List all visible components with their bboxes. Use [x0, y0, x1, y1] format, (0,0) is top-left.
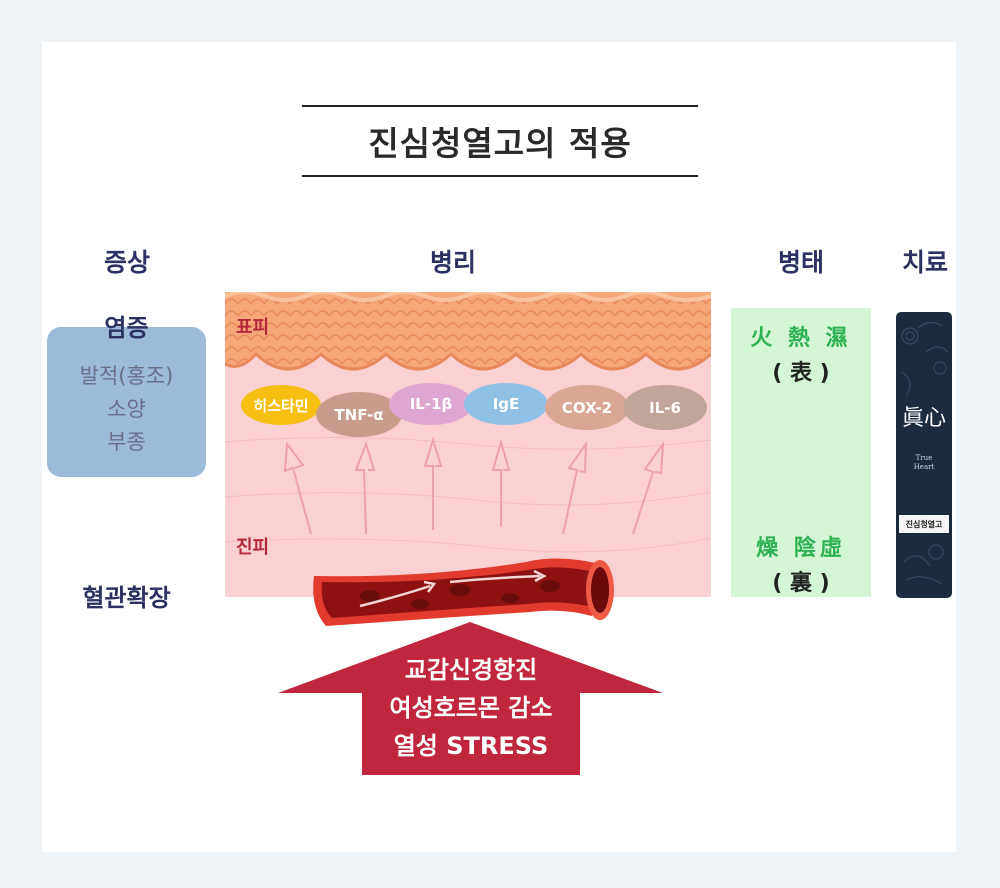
column-header-pathology: 병리	[429, 248, 476, 277]
cause-arrow	[278, 622, 663, 775]
pattern-interior-main: 燥 陰虛	[756, 536, 846, 561]
symptom-item: 부종	[107, 430, 146, 454]
dermis-label: 진피	[236, 537, 270, 558]
page-title: 진심청열고의 적용	[368, 124, 632, 163]
product-hanja: 眞心	[901, 406, 946, 431]
cause-line: 여성호르몬 감소	[389, 694, 553, 722]
blood-vessel-illustration	[313, 558, 614, 626]
floral-pattern	[901, 322, 949, 585]
symptom-item: 소양	[107, 397, 146, 421]
product-stick-image: 眞心 True Heart 진심청열고	[896, 312, 952, 598]
pattern-exterior-main: 火 熱 濕	[750, 326, 852, 351]
mediator-ige: IgE	[464, 383, 548, 425]
pattern-box	[731, 308, 871, 597]
inflammation-title: 염증	[104, 314, 149, 342]
release-arrows	[283, 436, 665, 535]
vasodilation-label: 혈관확장	[82, 584, 171, 612]
product-name-label: 진심청열고	[899, 515, 949, 533]
symptom-item: 발적(홍조)	[79, 364, 174, 388]
column-header-symptom: 증상	[103, 248, 150, 277]
cause-line: 교감신경항진	[404, 656, 538, 684]
pattern-exterior-sub: ( 表 )	[772, 361, 830, 386]
mediator-il-1beta: IL-1β	[389, 383, 473, 425]
epidermis-layer	[225, 292, 711, 369]
skin-layers-illustration	[225, 292, 711, 597]
mediator-histamine: 히스타민	[241, 385, 321, 425]
pattern-interior-sub: ( 裏 )	[772, 571, 830, 596]
inflammation-box	[47, 327, 206, 477]
cause-line: 열성 STRESS	[393, 732, 549, 760]
column-header-pattern: 병태	[777, 248, 824, 277]
product-english-line1: True	[915, 454, 933, 462]
mediator-cox-2: COX-2	[545, 385, 629, 430]
column-header-treatment: 치료	[901, 248, 948, 277]
product-english-line2: Heart	[913, 463, 935, 471]
epidermis-label: 표피	[236, 317, 270, 338]
mediator-tnf-alpha: TNF-α	[316, 392, 402, 437]
title-frame: 진심청열고의 적용	[302, 105, 698, 177]
mediator-il-6: IL-6	[623, 385, 707, 430]
